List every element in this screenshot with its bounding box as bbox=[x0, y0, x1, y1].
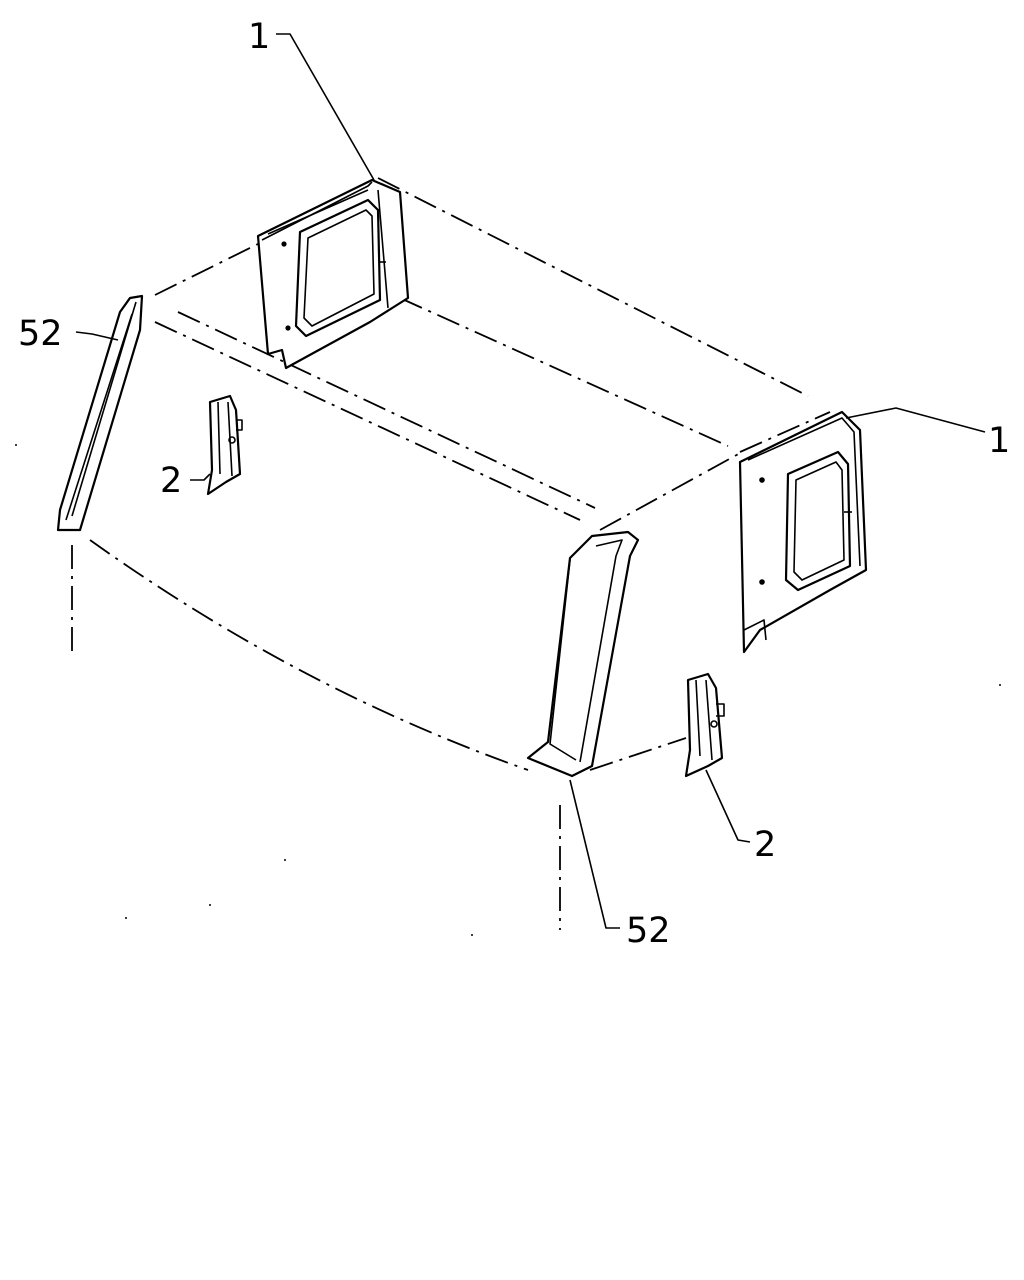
side-panel-front bbox=[738, 410, 868, 654]
pillar-trim-left bbox=[56, 294, 144, 532]
phantom-outline bbox=[71, 177, 831, 930]
scan-specks bbox=[15, 444, 1001, 936]
bracket-left bbox=[206, 394, 243, 496]
callout-label-52-right: 52 bbox=[626, 911, 671, 951]
callout-label-1-right: 1 bbox=[988, 421, 1010, 461]
leader-lines bbox=[75, 33, 986, 929]
pillar-trim-right bbox=[526, 530, 640, 778]
callout-label-52-left: 52 bbox=[18, 314, 63, 354]
callout-label-1-top: 1 bbox=[248, 17, 270, 57]
callout-label-2-left: 2 bbox=[160, 461, 182, 501]
bracket-right bbox=[684, 672, 725, 778]
callout-label-2-right: 2 bbox=[754, 825, 776, 865]
side-panel-rear bbox=[256, 178, 410, 370]
